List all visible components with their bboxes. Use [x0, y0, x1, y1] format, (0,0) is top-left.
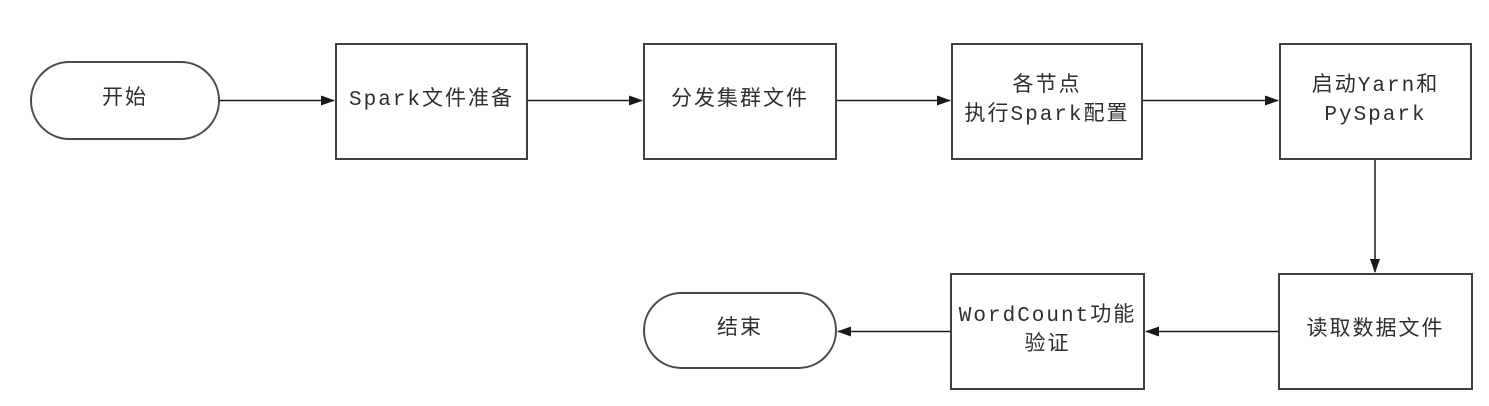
node-end-label: 结束 [717, 318, 763, 342]
node-start-yarn-pyspark-label: 启动Yarn和 PySpark [1311, 75, 1440, 127]
node-nodes-execute-spark-config-label: 各节点 执行Spark配置 [964, 75, 1130, 127]
node-start-label: 开始 [102, 88, 148, 112]
node-spark-file-prepare-label: Spark文件准备 [348, 89, 514, 113]
node-read-data-file-label: 读取数据文件 [1306, 319, 1445, 343]
node-start-terminator: 开始 [30, 61, 220, 140]
node-start-yarn-pyspark: 启动Yarn和 PySpark [1279, 43, 1472, 160]
node-distribute-cluster-files-label: 分发集群文件 [671, 89, 809, 113]
node-nodes-execute-spark-config: 各节点 执行Spark配置 [951, 43, 1143, 160]
node-read-data-file: 读取数据文件 [1278, 273, 1473, 390]
node-spark-file-prepare: Spark文件准备 [335, 43, 528, 160]
node-wordcount-verify-label: WordCount功能 验证 [958, 305, 1137, 357]
node-end-terminator: 结束 [643, 292, 837, 369]
node-distribute-cluster-files: 分发集群文件 [643, 43, 837, 160]
node-wordcount-verify: WordCount功能 验证 [950, 273, 1145, 390]
